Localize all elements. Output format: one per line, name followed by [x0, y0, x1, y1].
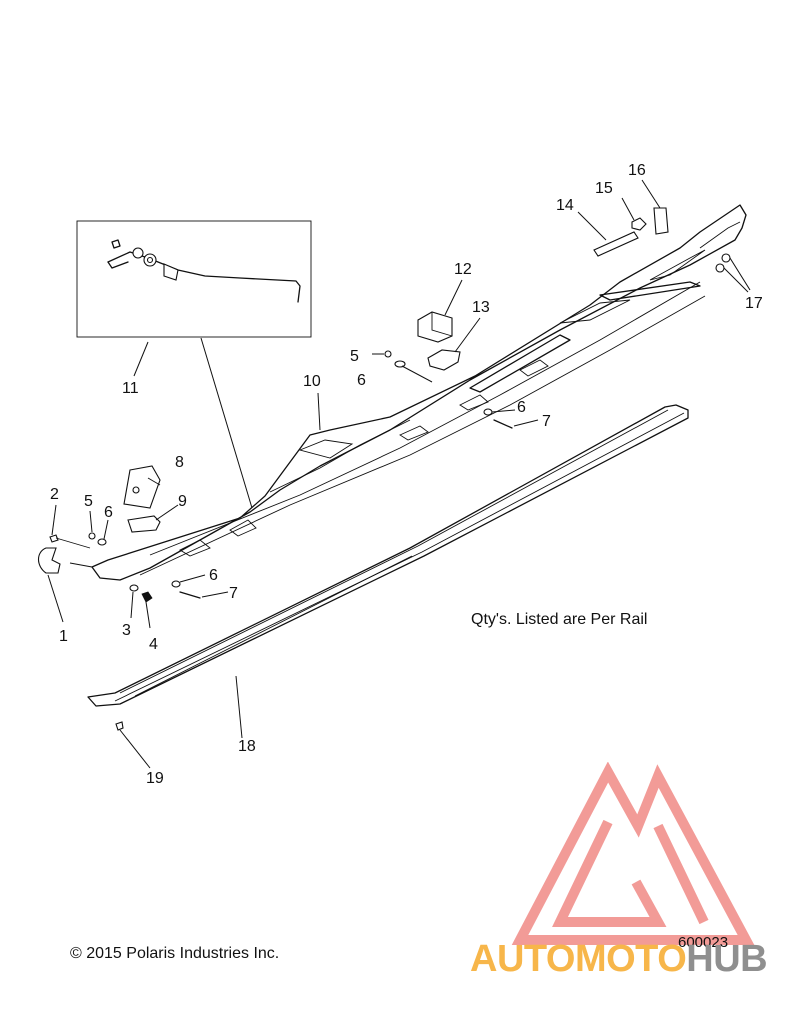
- part-9: [127, 515, 161, 533]
- callout-8: 8: [175, 454, 184, 471]
- callout-11: 11: [122, 380, 139, 397]
- callout-5-mid: 5: [350, 348, 359, 365]
- callout-13: 13: [472, 299, 490, 316]
- callout-5-front: 5: [84, 493, 93, 510]
- callout-4: 4: [149, 636, 158, 653]
- callout-14: 14: [556, 197, 574, 214]
- slide-rail-18: [87, 404, 689, 707]
- inset-box-spring: [76, 220, 312, 338]
- copyright-text: © 2015 Polaris Industries Inc.: [70, 945, 280, 962]
- part-12: [417, 311, 453, 343]
- watermark-brand-part2: HUB: [686, 938, 768, 980]
- callout-3: 3: [122, 622, 131, 639]
- callout-6-mid-upper: 6: [357, 372, 366, 389]
- hardware-17: [715, 253, 731, 273]
- callout-17: 17: [745, 295, 763, 312]
- part-13: [427, 349, 461, 371]
- callout-1: 1: [59, 628, 68, 645]
- nut-15: [631, 217, 647, 231]
- callout-7-front: 7: [229, 585, 238, 602]
- callout-19: 19: [146, 770, 164, 787]
- leader-lines: [47, 179, 751, 769]
- callout-6-front-lower: 6: [209, 567, 218, 584]
- callout-6-mid-lower: 6: [517, 399, 526, 416]
- callout-7-mid: 7: [542, 413, 551, 430]
- callout-16: 16: [628, 162, 646, 179]
- bracket-16: [653, 207, 669, 235]
- callout-10: 10: [303, 373, 321, 390]
- watermark-brand: AUTOMOTOHUB: [470, 938, 768, 981]
- callout-6-front-upper: 6: [104, 504, 113, 521]
- watermark-logo-icon: [511, 762, 755, 945]
- callout-9: 9: [178, 493, 187, 510]
- watermark-brand-part1: AUTOMOTO: [470, 938, 687, 980]
- callout-2: 2: [50, 486, 59, 503]
- stud-14: [593, 231, 639, 257]
- callout-18: 18: [238, 738, 256, 755]
- callout-15: 15: [595, 180, 613, 197]
- bracket-8: [123, 465, 161, 509]
- quantity-note: Qty's. Listed are Per Rail: [471, 611, 648, 628]
- hardware-small: [49, 350, 513, 731]
- callout-labels: 11 1 2 3 4 5 6 8 9 6 7 10 5 6 12 13 6 7 …: [50, 162, 763, 787]
- rail-cap-1: [37, 547, 61, 574]
- main-rail-10: [91, 204, 747, 581]
- figure-code: 600023: [678, 934, 729, 951]
- callout-12: 12: [454, 261, 472, 278]
